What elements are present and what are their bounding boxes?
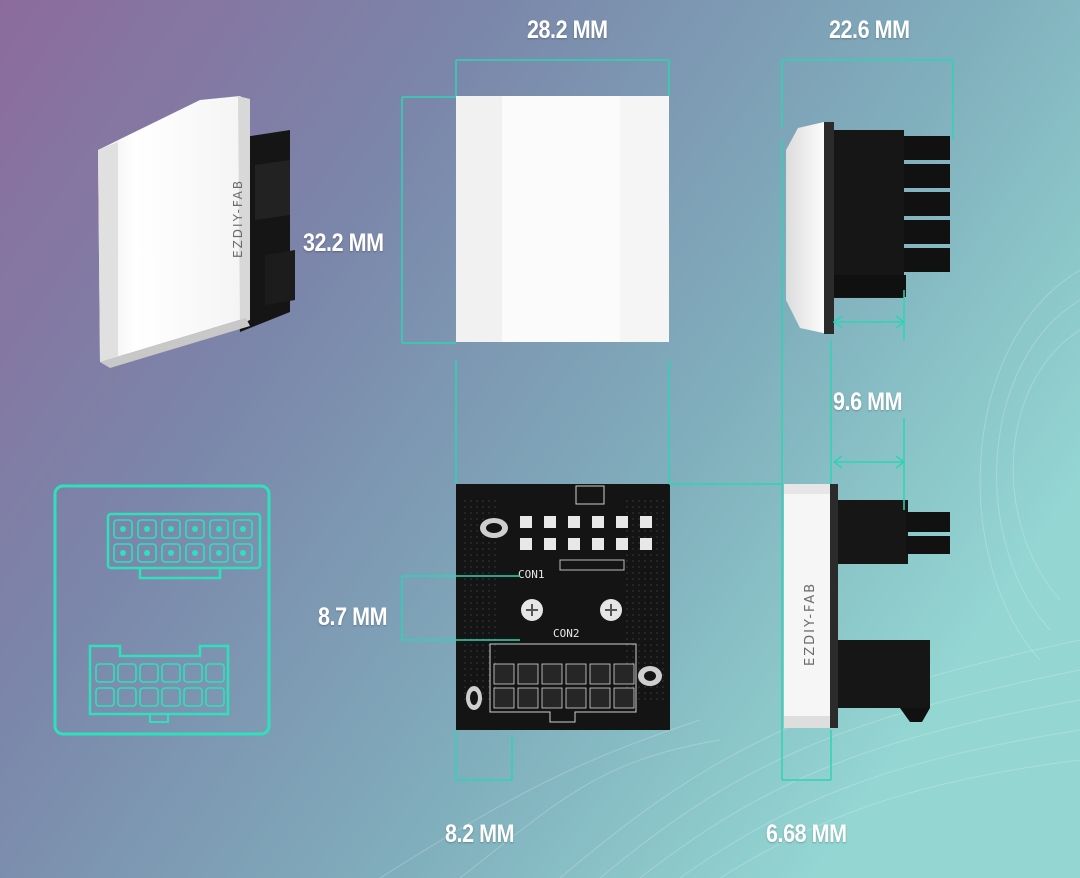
con2-pin-array	[493, 663, 635, 709]
dim-line-bottom-right	[782, 730, 832, 781]
product-side-view-bottom: EZDIY-FAB	[784, 484, 950, 728]
brand-text-perspective: EZDIY-FAB	[231, 179, 245, 258]
con1-label: CON1	[518, 568, 545, 581]
background-waves	[379, 269, 1080, 878]
dimension-label-height: 32.2 MM	[303, 229, 384, 257]
dim-line-bottom-left	[455, 730, 513, 781]
con1-pad-array	[520, 516, 652, 550]
dim-line-connector-depth-bottom	[834, 418, 905, 510]
dim-line-width	[455, 59, 670, 96]
dimension-label-depth: 22.6 MM	[829, 16, 910, 44]
pcb-board: CON1 CON2	[456, 484, 670, 730]
dimension-label-width: 28.2 MM	[527, 16, 608, 44]
dim-line-offset	[401, 575, 520, 641]
product-front-view	[456, 96, 669, 342]
con2-label: CON2	[553, 627, 580, 640]
dimension-label-offset: 8.7 MM	[318, 603, 388, 631]
connector-pinout-icon	[53, 484, 271, 736]
product-perspective-view: EZDIY-FAB	[98, 96, 295, 368]
dimension-lines	[401, 59, 954, 781]
dim-line-depth	[781, 59, 954, 140]
pin-stack-top	[904, 136, 950, 272]
dimension-label-bottom-right: 6.68 MM	[766, 820, 847, 848]
dimension-label-connector-depth: 9.6 MM	[833, 388, 903, 416]
dim-line-height	[401, 96, 456, 344]
product-side-view-top	[786, 122, 950, 334]
dim-line-connector-depth-top	[834, 290, 905, 340]
brand-text-side: EZDIY-FAB	[803, 582, 818, 666]
dimension-label-bottom-left: 8.2 MM	[445, 820, 515, 848]
